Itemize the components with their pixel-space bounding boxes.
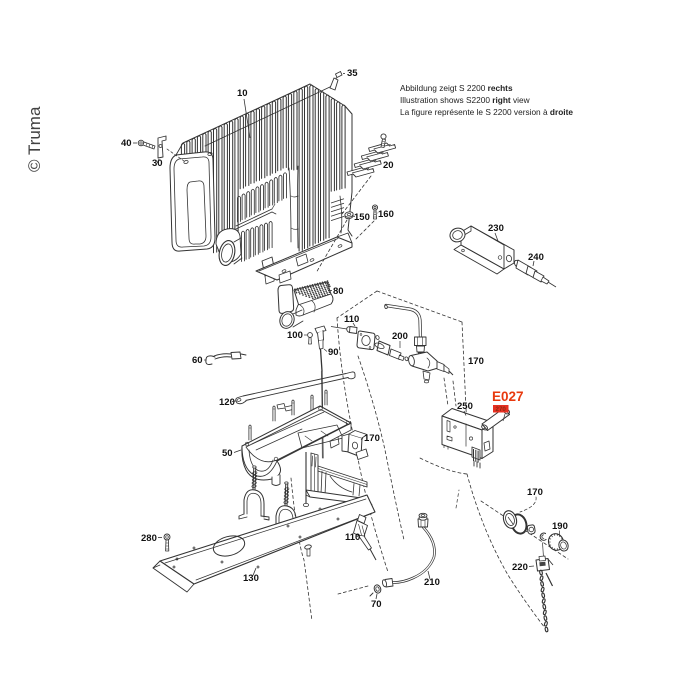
svg-text:270: 270: [496, 406, 507, 413]
svg-text:50: 50: [222, 448, 233, 459]
svg-text:Illustration shows S2200 right: Illustration shows S2200 right view: [400, 95, 531, 105]
svg-text:© Truma: © Truma: [25, 106, 44, 172]
svg-text:190: 190: [552, 521, 568, 532]
svg-text:250: 250: [457, 401, 473, 412]
svg-text:210: 210: [424, 577, 440, 588]
svg-text:Abbildung zeigt S 2200 rechts: Abbildung zeigt S 2200 rechts: [400, 83, 513, 93]
svg-text:40: 40: [121, 138, 132, 149]
svg-text:La figure représente le S 2200: La figure représente le S 2200 version à…: [400, 107, 573, 117]
svg-text:120: 120: [219, 397, 235, 408]
svg-text:160: 160: [378, 209, 394, 220]
svg-text:130: 130: [243, 573, 259, 584]
svg-text:170: 170: [364, 433, 380, 444]
svg-text:170: 170: [468, 356, 484, 367]
svg-text:110: 110: [345, 532, 360, 543]
svg-text:110: 110: [344, 314, 359, 325]
svg-text:80: 80: [333, 286, 344, 297]
svg-text:150: 150: [354, 212, 370, 223]
svg-text:230: 230: [488, 223, 504, 234]
svg-text:20: 20: [383, 160, 394, 171]
svg-text:240: 240: [528, 252, 544, 263]
svg-text:170: 170: [527, 487, 543, 498]
svg-text:200: 200: [392, 331, 408, 342]
svg-text:280: 280: [141, 533, 157, 544]
svg-text:E027: E027: [492, 389, 524, 404]
svg-text:60: 60: [192, 355, 203, 366]
svg-text:10: 10: [237, 88, 248, 99]
svg-text:90: 90: [328, 347, 339, 358]
svg-text:30: 30: [152, 158, 163, 169]
svg-text:70: 70: [371, 599, 382, 610]
svg-text:35: 35: [347, 68, 358, 79]
svg-text:100: 100: [287, 330, 303, 341]
svg-text:220: 220: [512, 562, 528, 573]
